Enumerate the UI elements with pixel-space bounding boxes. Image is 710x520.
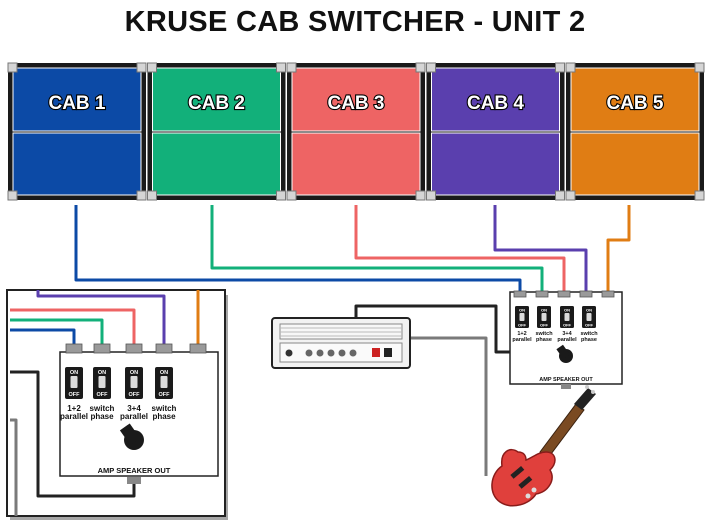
switch-label: 3+4: [562, 331, 572, 337]
cable-cab2: [210, 205, 544, 292]
switch-label: switch: [90, 404, 115, 413]
switch-label: parallel: [557, 337, 577, 343]
toggle-on-label: ON: [586, 308, 592, 313]
inset-cable-cab1: [10, 328, 76, 345]
cab-label: CAB 5: [606, 93, 663, 114]
zoom-inset: ONOFF1+2parallelONOFFswitchphaseONOFF3+4…: [6, 289, 228, 520]
cab-2: CAB 2: [147, 62, 286, 201]
inset-selector-knob[interactable]: [119, 423, 144, 450]
toggle-on-label: ON: [98, 370, 106, 376]
inset-cable-amp: [10, 370, 136, 498]
toggle-switch[interactable]: ON OFF: [155, 367, 173, 399]
toggle-on-label: ON: [130, 370, 138, 376]
switch-label: phase: [152, 412, 176, 421]
switch-label: parallel: [512, 337, 532, 343]
input-jack: [601, 290, 615, 298]
toggle-switch[interactable]: ON OFF: [537, 306, 551, 328]
input-jack: [155, 343, 173, 354]
diagram-title: KRUSE CAB SWITCHER - UNIT 2: [124, 6, 586, 38]
amp-knob: [338, 349, 346, 357]
amp-knob: [327, 349, 335, 357]
inset-output-jack: [127, 477, 141, 484]
cab-3: CAB 3: [286, 62, 426, 201]
toggle-switch[interactable]: ON OFF: [125, 367, 143, 399]
toggle-on-label: ON: [541, 308, 547, 313]
toggle-off-label: OFF: [69, 392, 81, 398]
switch-label: 1+2: [517, 331, 526, 337]
toggle-off-label: OFF: [540, 323, 549, 328]
switch-label: switch: [535, 331, 553, 337]
inset-amp-speaker-out-label: AMP SPEAKER OUT: [98, 466, 171, 475]
cab-1: CAB 1: [7, 62, 147, 201]
toggle-switch[interactable]: ON OFF: [93, 367, 111, 399]
input-jack: [557, 290, 571, 298]
switch-label: phase: [90, 412, 114, 421]
toggle-switch[interactable]: ON OFF: [582, 306, 596, 328]
cable-cab1: [74, 205, 522, 292]
input-jack: [125, 343, 143, 354]
cab-label: CAB 1: [48, 93, 105, 114]
toggle-switch[interactable]: ON OFF: [515, 306, 529, 328]
input-jack: [93, 343, 111, 354]
amp-knob: [349, 349, 357, 357]
toggle-on-label: ON: [519, 308, 525, 313]
switch-label: parallel: [120, 412, 148, 421]
toggle-off-label: OFF: [129, 392, 141, 398]
cab-4: CAB 4: [426, 62, 565, 201]
cab-label: CAB 3: [327, 93, 384, 114]
input-jack: [189, 343, 207, 354]
amp-knob: [316, 349, 324, 357]
input-jack: [579, 290, 593, 298]
amp-standby-switch: [384, 348, 392, 357]
amp-power-switch: [372, 348, 380, 357]
amp-speaker-out-label: AMP SPEAKER OUT: [539, 377, 593, 383]
switch-label: 3+4: [127, 404, 141, 413]
selector-knob[interactable]: [556, 344, 573, 363]
toggle-switch[interactable]: ON OFF: [65, 367, 83, 399]
switch-label: switch: [580, 331, 598, 337]
cable-cab4: [493, 205, 588, 292]
switch-label: 1+2: [67, 404, 81, 413]
switch-label: phase: [581, 337, 597, 343]
switch-label: parallel: [60, 412, 88, 421]
input-jack: [65, 343, 83, 354]
toggle-off-label: OFF: [563, 323, 572, 328]
input-jack: [513, 290, 527, 298]
inset-cable-cab3: [10, 308, 136, 345]
cable-cab3: [354, 205, 566, 292]
toggle-on-label: ON: [70, 370, 78, 376]
switch-label: phase: [536, 337, 552, 343]
toggle-on-label: ON: [160, 370, 168, 376]
cable-amp-to-switcher: [354, 304, 512, 354]
cable-cab5: [606, 205, 631, 292]
electric-guitar-icon: [491, 385, 596, 507]
toggle-switch[interactable]: ON OFF: [560, 306, 574, 328]
toggle-off-label: OFF: [97, 392, 109, 398]
output-jack: [561, 384, 571, 389]
toggle-off-label: OFF: [159, 392, 171, 398]
inset-switcher-box: [59, 351, 219, 477]
cab-switcher-small: ONOFF1+2parallelONOFFswitchphaseONOFF3+4…: [509, 290, 623, 389]
inset-cable-cab2: [10, 318, 104, 345]
amp-input-jack: [285, 349, 293, 357]
cab-5: CAB 5: [565, 62, 705, 201]
cab-label: CAB 2: [188, 93, 245, 114]
toggle-off-label: OFF: [518, 323, 527, 328]
inset-cable-guitar: [10, 418, 18, 516]
amp-head: [271, 317, 411, 369]
switch-label: switch: [152, 404, 177, 413]
cab-label: CAB 4: [467, 93, 524, 114]
toggle-on-label: ON: [564, 308, 570, 313]
input-jack: [535, 290, 549, 298]
amp-knob: [305, 349, 313, 357]
toggle-off-label: OFF: [585, 323, 594, 328]
